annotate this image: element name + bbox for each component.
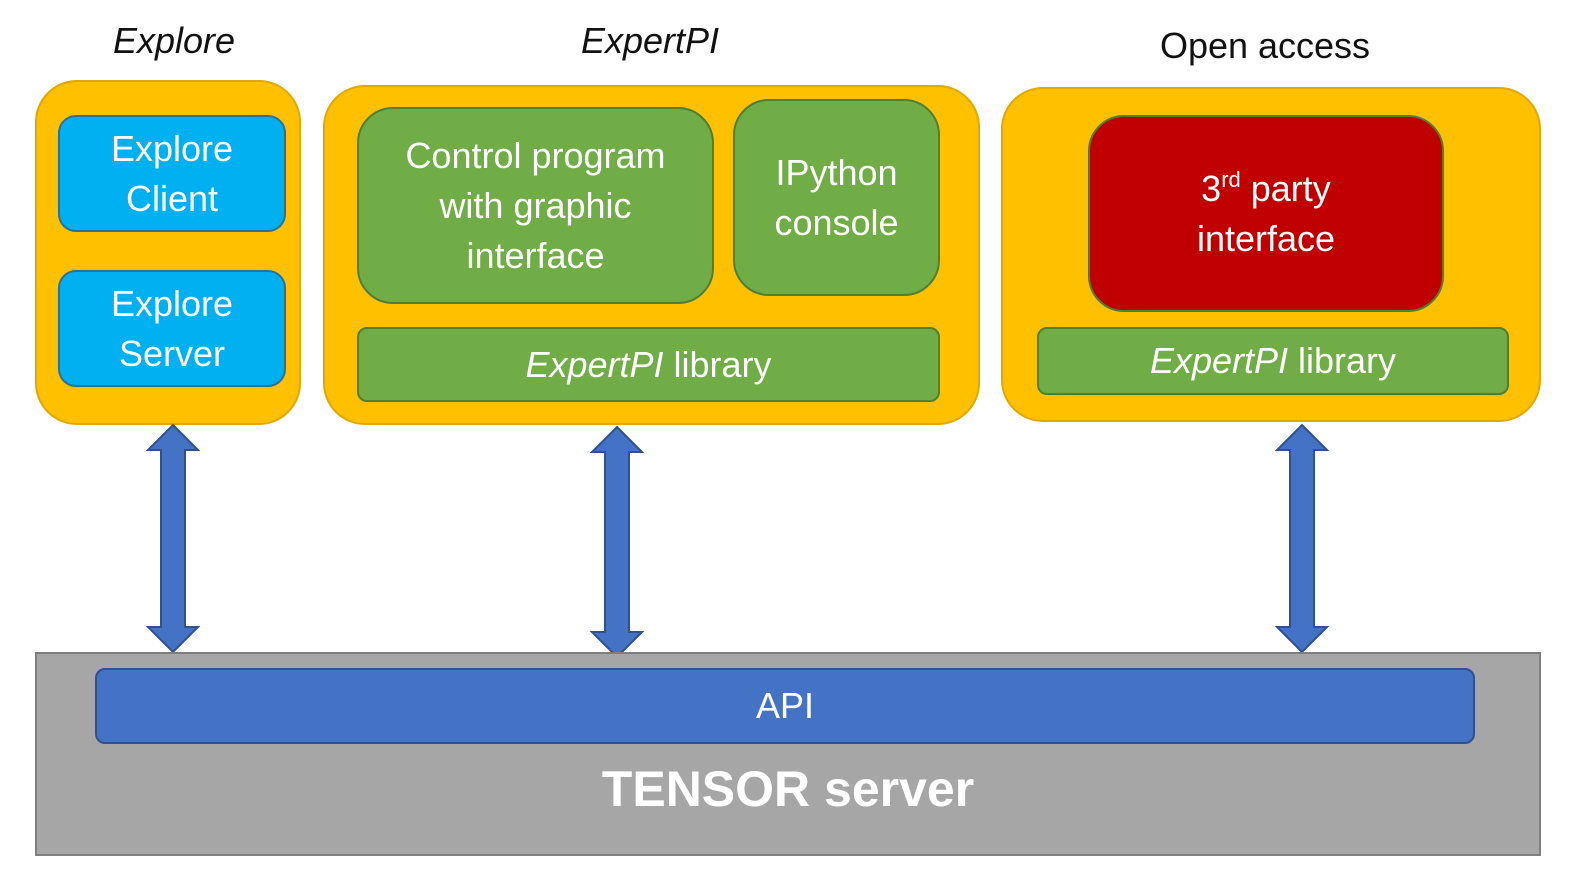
open-access-connector-arrow-icon [1274,423,1330,654]
ipython-console-box: IPython console [733,99,940,296]
api-bar: API [95,668,1475,744]
library-suffix: library [663,343,772,385]
heading-expertpi: ExpertPI [580,20,720,61]
library-name: ExpertPI [525,343,664,385]
third-party-superscript: rd [1221,166,1241,192]
heading-explore: Explore [112,20,236,61]
expertpi-library-bar: ExpertPI library [357,327,940,402]
third-party-line1: 3rd party [1201,164,1331,214]
library-suffix: library [1288,340,1397,381]
explore-client-box: Explore Client [58,115,286,232]
third-party-interface-box: 3rd party interface [1088,115,1444,312]
explore-connector-arrow-icon [145,423,201,654]
tensor-server-label: TENSOR server [601,761,975,817]
control-program-box: Control program with graphic interface [357,107,714,304]
third-party-line2: interface [1196,217,1336,259]
explore-server-box: Explore Server [58,270,286,387]
third-party-word: party [1240,167,1331,209]
heading-open-access: Open access [1159,25,1371,66]
library-name: ExpertPI [1149,340,1289,381]
third-party-number: 3 [1201,167,1222,209]
open-access-library-bar: ExpertPI library [1037,327,1509,395]
expertpi-connector-arrow-icon [589,425,645,659]
